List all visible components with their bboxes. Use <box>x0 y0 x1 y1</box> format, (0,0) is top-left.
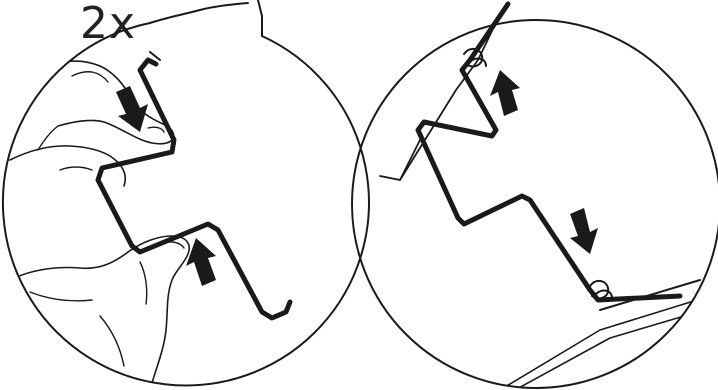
label-callout-tab <box>149 2 249 24</box>
left-detail-circle <box>1 22 370 387</box>
right-detail-panel <box>351 1 718 389</box>
lower-hand <box>9 235 190 385</box>
upper-clip <box>463 48 487 68</box>
upper-hand <box>9 60 175 187</box>
lower-clip <box>589 280 613 300</box>
arrow-up-icon <box>186 238 216 286</box>
repeat-count-label: 2x <box>80 0 137 49</box>
label-callout-tab-right <box>257 0 263 37</box>
left-wire-bracket <box>95 51 293 321</box>
arrow-down-icon <box>116 86 148 132</box>
arrow-down-icon <box>570 208 598 254</box>
right-detail-circle <box>351 19 718 389</box>
right-wire-bracket <box>379 1 683 303</box>
left-detail-panel <box>1 0 370 387</box>
arrow-up-icon <box>490 70 520 116</box>
